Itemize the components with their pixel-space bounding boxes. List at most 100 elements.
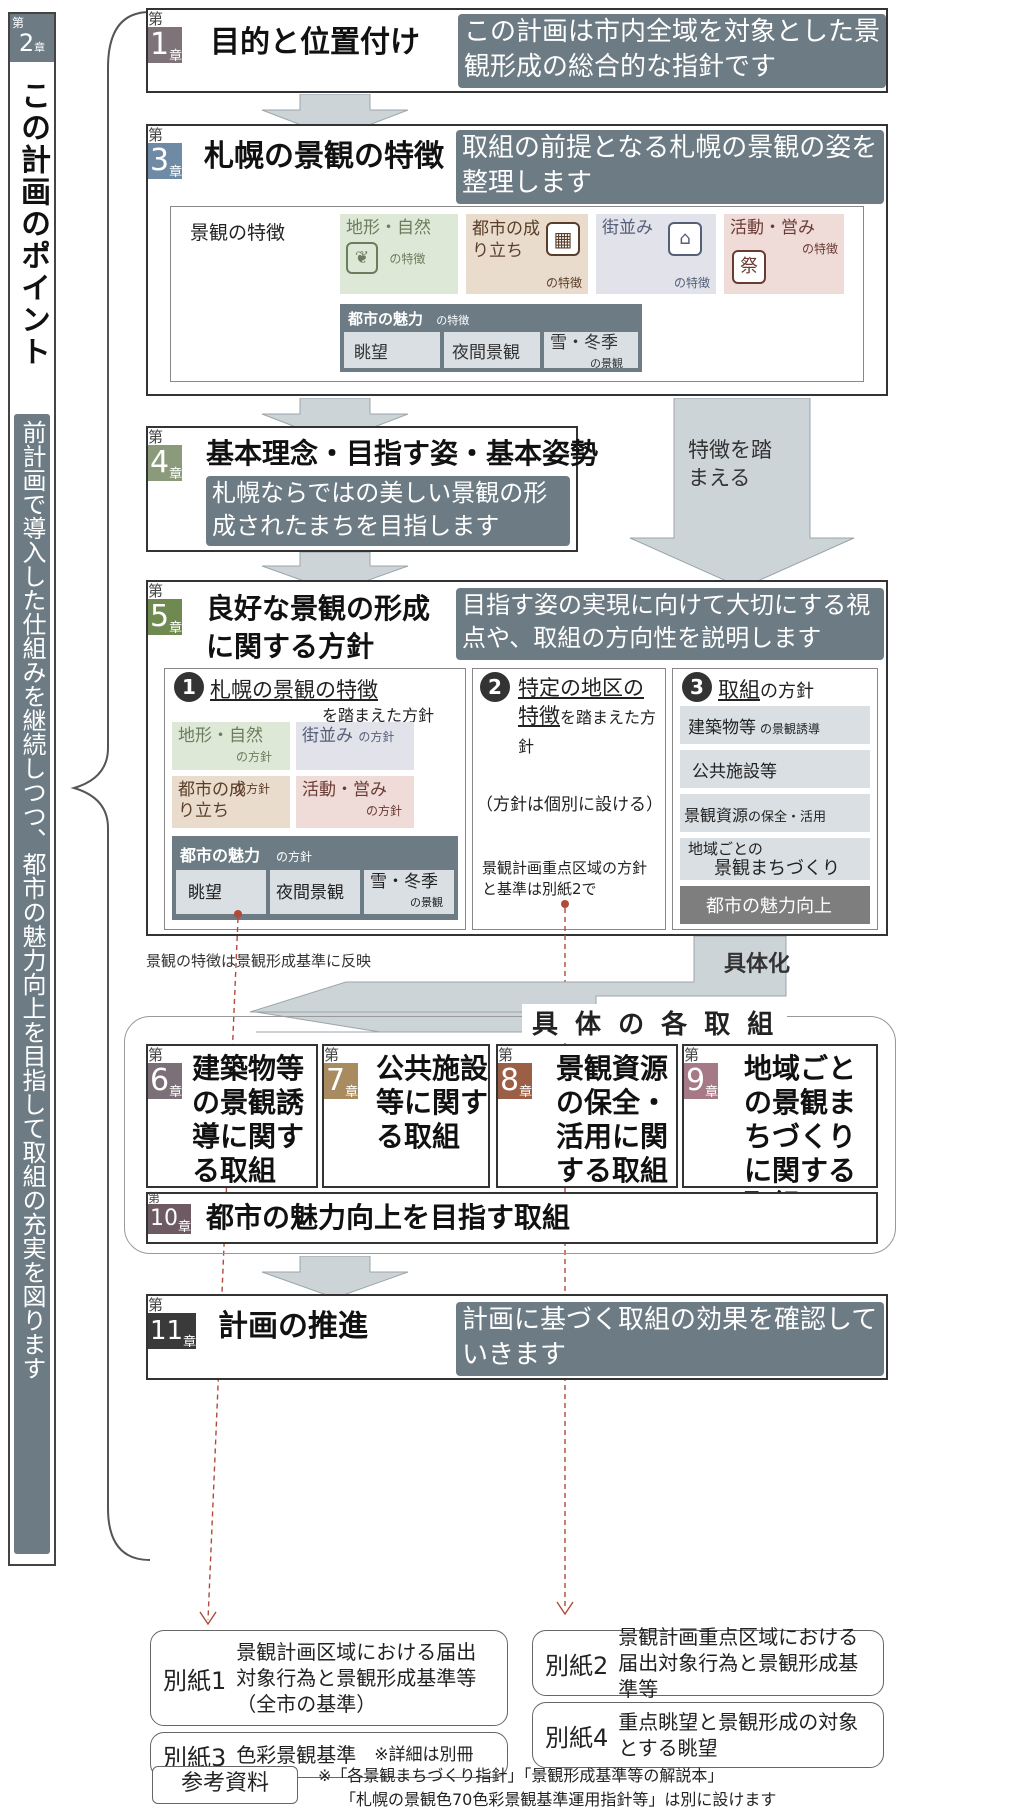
chapter3-title: 札幌の景観の特徴 [204, 139, 444, 174]
chapter6-num: 6 [150, 1063, 170, 1098]
action-group-frame [124, 1016, 896, 1254]
action-group-label: 具 体 の 各 取 組 [522, 1004, 788, 1041]
side-chapter-sho: 章 [34, 41, 46, 54]
policy3-item-resource-sub: の保全・活用 [748, 810, 827, 825]
festival-icon: 祭 [732, 250, 766, 284]
chapter4-dai: 第 [148, 428, 164, 446]
feature-snow-sub: の景観 [590, 356, 623, 370]
policy1-terrain-sub: の方針 [236, 750, 273, 765]
house-icon: ⌂ [668, 222, 702, 256]
policy1-charm-label: 都市の魅力 [180, 846, 261, 865]
feature-terrain-label: 地形・自然 [346, 218, 431, 238]
feature-street: 街並み ⌂ の特徴 [596, 214, 716, 294]
chapter10-num: 10 [150, 1206, 178, 1231]
policy3-item-resource: 景観資源の保全・活用 [680, 794, 870, 832]
reference-note-1: ※「各景観まちづくり指針」「景観形成基準等の解説本」 [318, 1766, 724, 1785]
reference-label: 参考資料 [152, 1766, 298, 1804]
policy3-item-area-bottom: 景観まちづくり [714, 858, 840, 879]
chapter3-dai: 第 [148, 126, 164, 144]
chapter10-box [146, 1192, 878, 1244]
chapter1-dai: 第 [148, 10, 164, 28]
policy1-frame [164, 668, 466, 930]
feature-origin: 都市の成り立ち ▦ の特徴 [466, 214, 588, 294]
policy1-charm-header: 都市の魅力の方針 [180, 842, 312, 866]
policy2-sub: を踏まえた方針 [518, 708, 657, 756]
appendix1-label: 別紙1 [163, 1666, 227, 1695]
chapter5-sho: 章 [169, 621, 183, 636]
policy3-title-label: 取組 [718, 678, 760, 702]
chapter5-note: 目指す姿の実現に向けて大切にする視点や、取組の方向性を説明します [456, 588, 884, 660]
appendix2-label: 別紙2 [545, 1651, 609, 1680]
policy1-num: 1 [174, 672, 204, 702]
policy1-street-sub: の方針 [358, 730, 395, 744]
feature-activity-label: 活動・営み [730, 218, 815, 238]
feature-origin-sub: の特徴 [545, 275, 582, 290]
concrete-label: 具体化 [724, 952, 791, 977]
feature-charm-header: 都市の魅力 の特徴 [348, 308, 469, 329]
feature-charm-sub: の特徴 [436, 314, 470, 327]
chapter7-sho: 章 [345, 1085, 359, 1100]
policy1-origin-label: 都市の成り立ち [178, 780, 246, 822]
concrete-arrow [249, 936, 787, 1033]
policy1-sub: を踏まえた方針 [322, 706, 435, 725]
feature-terrain-sub: の特徴 [389, 252, 426, 267]
policy3-num: 3 [682, 672, 712, 702]
policy1-snow-label: 雪・冬季 [370, 872, 438, 892]
reference-note-2: 「札幌の景観色70色彩景観基準運用指針等」は別に設けます [340, 1790, 777, 1809]
policy3-item-charm: 都市の魅力向上 [680, 886, 870, 924]
arrow-4-5 [261, 552, 409, 592]
leaf-icon: ❦ [346, 242, 378, 275]
appendix3-note: ※詳細は別冊 [374, 1744, 474, 1765]
chapter9-dai: 第 [684, 1046, 700, 1064]
chapter10-dai: 第 [148, 1191, 161, 1205]
feature-snow: 雪・冬季の景観 [544, 332, 638, 370]
policy1-terrain: 地形・自然の方針 [172, 722, 290, 770]
chapter5-dai: 第 [148, 582, 164, 600]
chapter4-note: 札幌ならではの美しい景観の形成されたまちを目指します [206, 476, 570, 546]
chapter11-note: 計画に基づく取組の効果を確認していきます [456, 1302, 884, 1376]
policy1-activity-label: 活動・営み [302, 780, 387, 800]
chapter8-sho: 章 [519, 1085, 533, 1100]
chapter11-dai: 第 [148, 1296, 164, 1314]
chapter3-num: 3 [150, 143, 170, 178]
policy3-item-public: 公共施設等 [680, 750, 870, 788]
policy1-snow: 雪・冬季の景観 [364, 870, 454, 914]
feature-street-label: 街並み [602, 218, 653, 238]
policy1-street: 街並み の方針 [296, 722, 414, 770]
building-icon: ▦ [546, 222, 580, 256]
policy1-night: 夜間景観 [270, 870, 360, 914]
appendix4-text: 重点眺望と景観形成の対象とする眺望 [618, 1710, 859, 1760]
policy3-item-area-top: 地域ごとの [688, 840, 763, 858]
feature-activity-sub: の特徴 [801, 242, 838, 256]
arrow-to-11 [261, 1256, 409, 1298]
reflect-note: 景観の特徴は景観形成基準に反映 [146, 952, 372, 970]
chapter10-title: 都市の魅力向上を目指す取組 [206, 1201, 571, 1234]
side-chapter-dai: 第 [12, 16, 25, 30]
policy2-title: 特定の地区の特徴を踏まえた方針 [518, 674, 664, 759]
policy2-note: （方針は個別に設ける） [476, 795, 663, 815]
chapter1-sho: 章 [169, 49, 183, 64]
side-note: 前計画で導入した仕組みを継続しつつ、都市の魅力向上を目指して取組の充実を図ります [14, 414, 50, 1554]
policy1-street-label: 街並み [302, 726, 353, 746]
policy2-title-label: 特定の地区の特徴 [518, 676, 644, 729]
chapter1-note: この計画は市内全域を対象とした景観形成の総合的な指針です [458, 14, 886, 88]
features-label: 景観の特徴 [190, 222, 286, 244]
feature-view: 眺望 [344, 332, 440, 368]
features-frame [170, 206, 864, 382]
side-chapter-badge: 第 2章 [10, 14, 54, 62]
side-chapter-num: 2 [18, 29, 35, 57]
feature-night: 夜間景観 [444, 332, 540, 368]
policy3-item-building-sub: の景観誘導 [760, 722, 821, 736]
chapter6-title: 建築物等の景観誘導に関する取組 [192, 1052, 305, 1187]
chapter7-dai: 第 [324, 1046, 340, 1064]
